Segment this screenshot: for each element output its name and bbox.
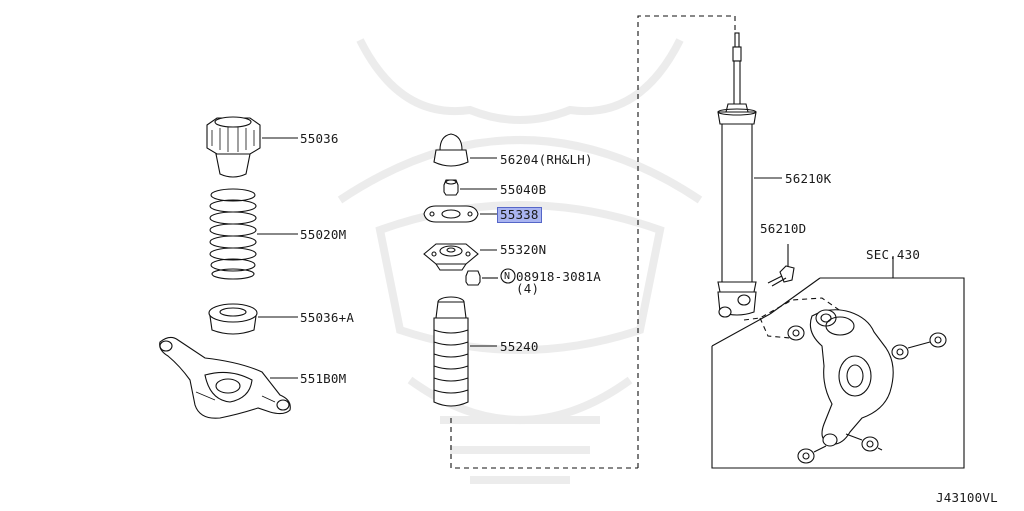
part-55036-drawing [206, 116, 298, 178]
sec430-drawing [711, 256, 965, 469]
label-55020M[interactable]: 55020M [300, 227, 347, 242]
part-55240-drawing [433, 296, 497, 407]
label-55040B[interactable]: 55040B [500, 182, 547, 197]
label-08918[interactable]: 08918-3081A [516, 269, 601, 284]
part-55320N-drawing [423, 243, 497, 271]
assembly-dashed-outline [637, 15, 736, 468]
label-56210K[interactable]: 56210K [785, 171, 832, 186]
label-55320N[interactable]: 55320N [500, 242, 547, 257]
part-56210D-drawing [767, 244, 795, 287]
part-56210K-drawing [717, 32, 782, 318]
label-08918-quantity: (4) [516, 281, 540, 296]
label-08918-prefix: N [504, 271, 511, 282]
label-56210D[interactable]: 56210D [760, 221, 807, 236]
part-56204-drawing [433, 133, 497, 167]
watermark-logo [337, 38, 703, 484]
part-55040B-drawing [443, 179, 497, 196]
label-55036[interactable]: 55036 [300, 131, 339, 146]
diagram-code: J43100VL [936, 490, 998, 505]
label-55036A[interactable]: 55036+A [300, 310, 355, 325]
part-55338-drawing [423, 205, 497, 223]
part-55020M-drawing [209, 188, 298, 280]
label-sec430[interactable]: SEC.430 [866, 247, 921, 262]
part-08918-drawing [465, 268, 516, 286]
label-55338-highlighted[interactable]: 55338 [497, 207, 542, 223]
assembly-dashed-bottom [450, 418, 638, 469]
part-551B0M-drawing [159, 336, 298, 419]
label-551B0M[interactable]: 551B0M [300, 371, 347, 386]
label-56204[interactable]: 56204(RH&LH) [500, 152, 593, 167]
part-55036A-drawing [208, 303, 298, 335]
label-55240[interactable]: 55240 [500, 339, 539, 354]
